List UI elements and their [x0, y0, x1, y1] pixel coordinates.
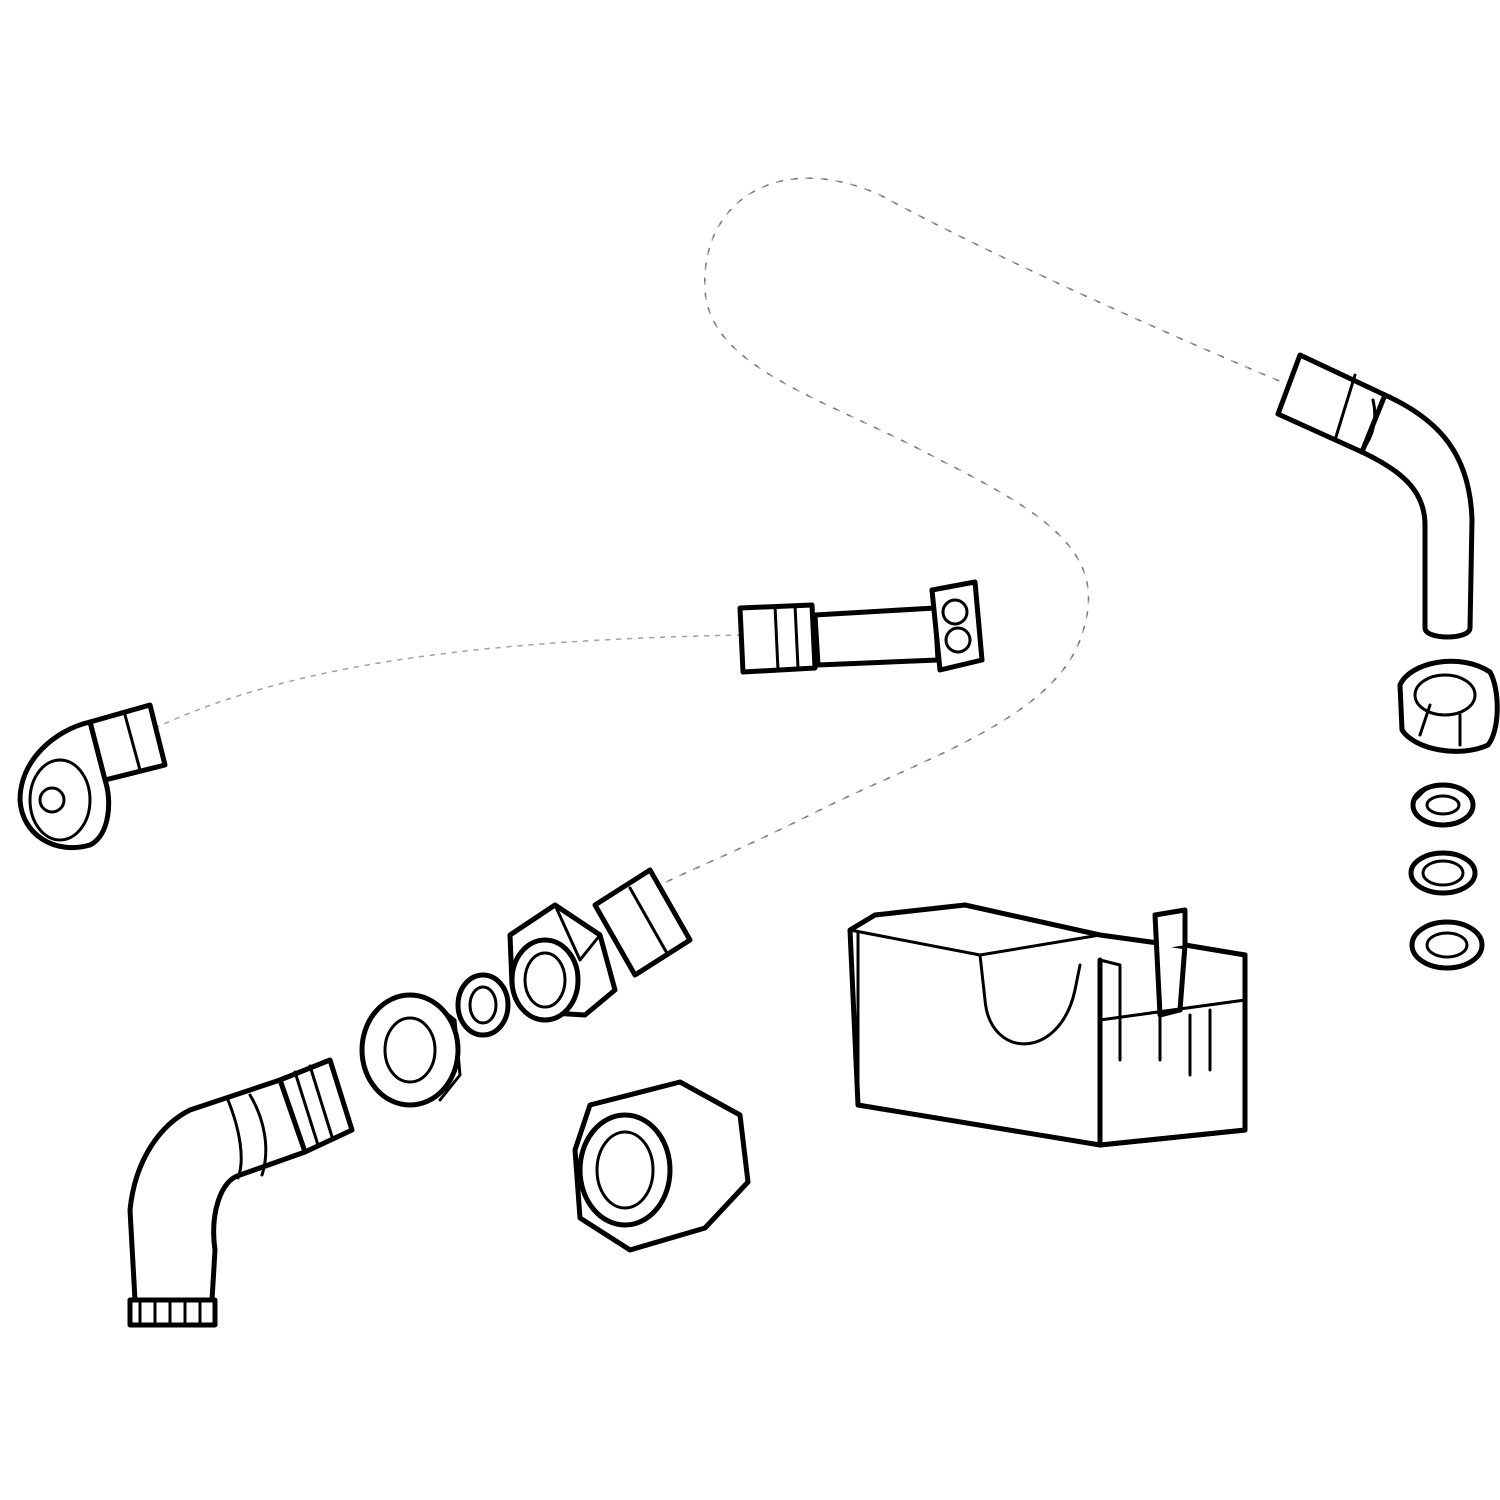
seal-ring: [1408, 850, 1478, 896]
flat-washer: [455, 972, 511, 1038]
mounting-bracket: [847, 902, 1248, 1148]
short-braided-hose: [17, 579, 985, 851]
elbow-fitting: [127, 1057, 355, 1328]
hex-union-nut: [507, 902, 618, 1023]
compression-nut-small: [1397, 658, 1500, 754]
long-braided-hose: [507, 144, 1475, 1023]
compression-nut: [572, 1079, 751, 1253]
thick-seal-ring: [1409, 919, 1485, 971]
lock-nut: [359, 992, 462, 1108]
split-ring: [1410, 782, 1476, 828]
